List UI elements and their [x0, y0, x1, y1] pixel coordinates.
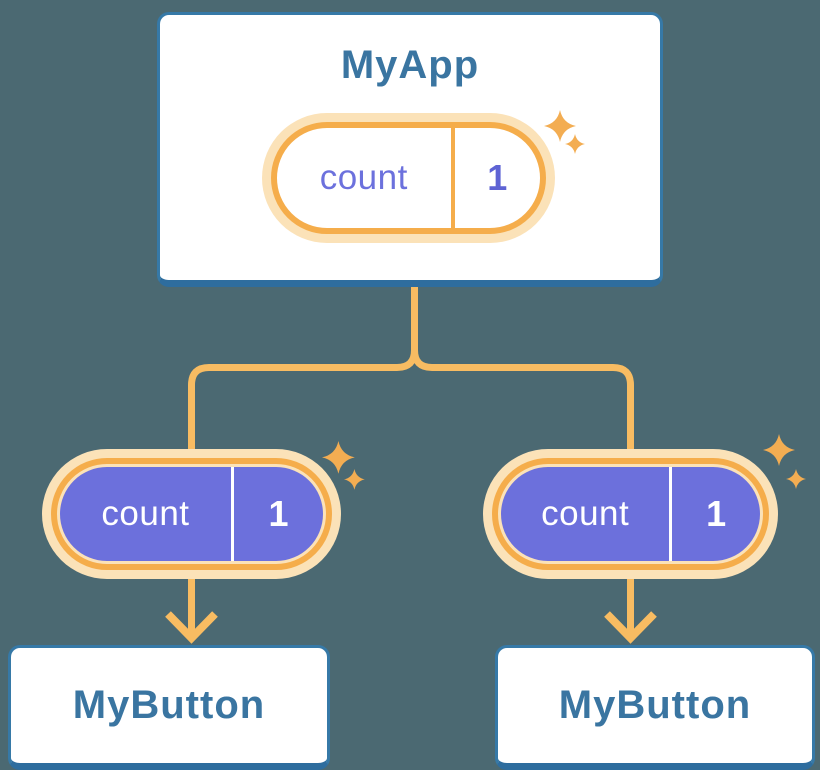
- state-pill-root: count 1: [262, 113, 555, 243]
- arrow-down-icon: [604, 611, 657, 644]
- state-label: count: [101, 494, 190, 533]
- sparkle-icon: [763, 434, 806, 489]
- state-value: 1: [487, 157, 508, 198]
- state-label-cell: count: [60, 467, 231, 561]
- state-pill-ring: count 1: [51, 458, 332, 570]
- state-pill-right-child: count 1: [483, 449, 778, 579]
- pill-divider: [450, 128, 455, 228]
- state-value: 1: [268, 493, 289, 534]
- state-pill-ring: count 1: [271, 122, 546, 234]
- sparkle-icon: [544, 110, 585, 154]
- component-title: MyApp: [340, 43, 480, 87]
- pill-divider: [669, 467, 673, 561]
- state-value: 1: [706, 493, 727, 534]
- state-value-cell: 1: [234, 467, 323, 561]
- arrow-down-icon: [165, 611, 218, 644]
- pill-divider: [230, 467, 234, 561]
- component-title: MyButton: [72, 683, 266, 727]
- state-pill-ring: count 1: [492, 458, 769, 570]
- state-pill-body: count 1: [60, 467, 323, 561]
- connector-right-branch: [411, 284, 634, 636]
- component-card-mybutton-left: MyButton: [8, 645, 330, 770]
- state-pill-body: count 1: [501, 467, 760, 561]
- component-title: MyButton: [558, 683, 752, 727]
- state-pill-left-child: count 1: [42, 449, 341, 579]
- state-value-cell: 1: [672, 467, 760, 561]
- state-label-cell: count: [501, 467, 669, 561]
- state-label: count: [319, 158, 408, 197]
- state-value-cell: 1: [455, 128, 540, 228]
- component-card-mybutton-right: MyButton: [495, 645, 815, 770]
- state-label: count: [541, 494, 630, 533]
- state-label-cell: count: [277, 128, 451, 228]
- sparkle-icon: [322, 441, 365, 490]
